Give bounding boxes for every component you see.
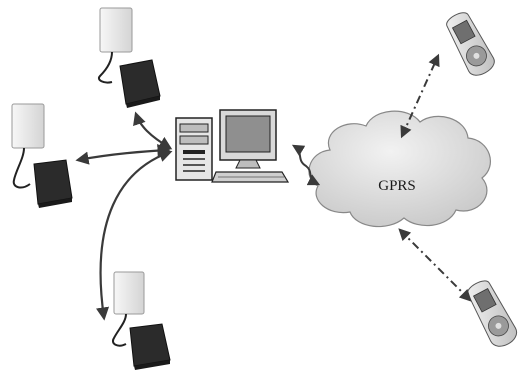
phone-screen <box>451 19 476 45</box>
pc-screen <box>225 115 271 153</box>
cloud-label: GPRS <box>378 178 416 194</box>
link-top-reader <box>133 111 173 150</box>
computer <box>175 109 290 183</box>
link-computer-cloud <box>291 144 321 186</box>
reader-box <box>33 159 73 205</box>
cloud-shape <box>308 110 491 228</box>
mobile-phone-top <box>446 12 495 76</box>
mobile-phone-bottom <box>467 280 518 347</box>
antenna-panel <box>11 103 45 149</box>
link-phone-bottom <box>398 228 472 302</box>
phone-body <box>446 12 495 76</box>
antenna-panel <box>99 7 133 53</box>
rfid-reader-left <box>11 103 73 208</box>
link-bottom-reader <box>95 149 173 321</box>
reader-box <box>129 323 171 367</box>
gprs-cloud: GPRS <box>308 110 491 228</box>
antenna-panel <box>113 271 145 315</box>
rfid-reader-bottom <box>112 271 171 370</box>
phone-screen <box>473 288 497 313</box>
antenna-cable <box>12 147 31 189</box>
phone-links <box>398 53 472 302</box>
reader-links <box>75 111 173 321</box>
phone-body <box>467 280 518 347</box>
antenna-cable <box>112 313 127 347</box>
reader-box <box>119 59 161 105</box>
link-phone-top <box>400 53 440 139</box>
antenna-cable <box>98 51 113 84</box>
rfid-reader-top <box>98 7 161 108</box>
